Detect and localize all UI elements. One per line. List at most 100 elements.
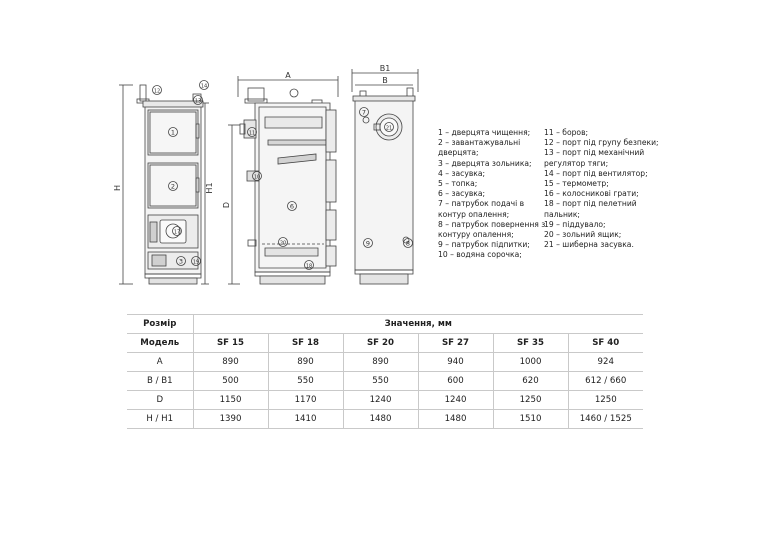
legend-item: 12 – порт під групу безпеки; [544,138,659,148]
table-cell: 890 [192,352,268,372]
table-cell: 1240 [417,390,493,410]
row-label: H / H1 [127,409,193,429]
legend-item: 19 – піддувало; [544,219,606,229]
dim-h1-label: H1 [205,182,214,193]
table-cell: 890 [342,352,418,372]
table-cell: 1480 [342,409,418,429]
callout-17: 17 [174,230,180,236]
table-cell: 550 [342,371,418,391]
callout-12: 12 [154,89,160,95]
table-cell: 890 [267,352,343,372]
callout-14: 14 [201,84,207,90]
table-cell: 940 [417,352,493,372]
table-cell: 1150 [192,390,268,410]
model-name: SF 15 [192,333,268,353]
legend-item: 20 – зольний ящик; [544,230,622,240]
row-label: B / B1 [127,371,193,391]
legend-item: 2 – завантажувальні [438,138,521,148]
row-label: D [127,390,193,410]
model-header: Модель [127,333,193,353]
legend-item: 1 – дверцята чищення; [438,128,531,137]
table-cell: 924 [567,352,643,372]
legend-item: 5 – топка; [438,179,478,189]
row-label: A [127,352,193,372]
legend-item: 6 – засувка; [438,189,486,199]
section-view [228,76,339,285]
table-cell: 1250 [492,390,568,410]
legend-item: 4 – засувка; [438,168,486,178]
table-header-row: Розмір Значення, мм [127,314,643,334]
callout-10: 10 [254,175,260,181]
table-cell: 620 [492,371,568,391]
legend-item: 13 – порт під механічний [544,148,645,158]
boiler-drawings: H H1 1 2 17 3 19 14 12 13 [113,64,419,285]
callout-2: 2 [171,183,175,191]
table-cell: 1240 [342,390,418,410]
callout-21: 21 [386,126,392,132]
legend-item: 10 – водяна сорочка; [438,250,522,260]
legend-item: 11 – боров; [544,128,589,137]
legend-item: дверцята; [438,148,479,158]
section-view-labels: A D 11 10 6 20 18 [222,71,312,270]
legend-item: регулятор тяги; [544,158,609,168]
model-name: SF 18 [267,333,343,353]
dim-b1-label: B1 [380,64,391,73]
front-view [119,80,209,285]
legend-item: 14 – порт під вентилятор; [544,168,648,178]
callout-13: 13 [195,99,201,105]
table-cell: 612 / 660 [567,371,643,391]
table-row: D 1150 1170 1240 1240 1250 1250 [127,390,643,410]
table-cell: 1410 [267,409,343,429]
legend-item: контуру опалення; [438,230,514,240]
callout-19: 19 [193,260,199,266]
table-cell: 1510 [492,409,568,429]
table-cell: 1480 [417,409,493,429]
legend-item: 18 – порт під пелетний [544,199,637,209]
legend-item: пальник; [544,209,580,219]
callout-6: 6 [290,203,294,211]
callout-7: 7 [362,109,366,117]
dim-a-label: A [285,71,291,80]
legend-right: 11 – боров; 12 – порт під групу безпеки;… [544,128,659,250]
legend-item: 9 – патрубок підпитки; [438,240,530,250]
model-name: SF 20 [342,333,418,353]
table-model-row: Модель SF 15 SF 18 SF 20 SF 27 SF 35 SF … [127,333,643,353]
dim-b-label: B [382,76,388,85]
model-name: SF 40 [567,333,643,353]
size-header: Розмір [127,314,193,334]
legend-item: 21 – шиберна засувка. [544,240,634,250]
callout-11: 11 [249,131,255,137]
table-cell: 1170 [267,390,343,410]
rear-view [351,69,419,285]
table-cell: 1390 [192,409,268,429]
legend-item: 7 – патрубок подачі в [438,199,525,209]
model-name: SF 35 [492,333,568,353]
table-cell: 1000 [492,352,568,372]
dim-d-label: D [222,202,231,208]
legend-left: 1 – дверцята чищення; 2 – завантажувальн… [438,128,545,261]
table-cell: 1460 / 1525 [567,409,643,429]
callout-1: 1 [171,129,175,137]
callout-8: 8 [406,240,410,248]
table-row: A 890 890 890 940 1000 924 [127,352,643,372]
table-cell: 600 [417,371,493,391]
model-name: SF 27 [417,333,493,353]
legend-item: 16 – колосникові грати; [544,189,639,199]
callout-9: 9 [366,240,370,248]
rear-view-labels: B1 B 21 7 9 8 [362,64,410,248]
table-cell: 1250 [567,390,643,410]
table-row: H / H1 1390 1410 1480 1480 1510 1460 / 1… [127,409,643,429]
legend-item: 8 – патрубок повернення з [438,219,546,229]
legend-item: 3 – дверцята зольника; [438,158,532,168]
legend-item: 15 – термометр; [544,179,609,189]
callout-18: 18 [306,264,312,270]
dim-h-label: H [113,185,122,191]
front-view-labels: H H1 1 2 17 3 19 14 12 13 [113,84,214,266]
callout-3: 3 [179,258,183,266]
values-header: Значення, мм [192,314,643,334]
legend-item: контур опалення; [438,209,510,219]
table-cell: 500 [192,371,268,391]
spec-table: Розмір Значення, мм Модель SF 15 SF 18 S… [127,314,643,429]
callout-20: 20 [280,241,286,247]
table-row: B / B1 500 550 550 600 620 612 / 660 [127,371,643,391]
